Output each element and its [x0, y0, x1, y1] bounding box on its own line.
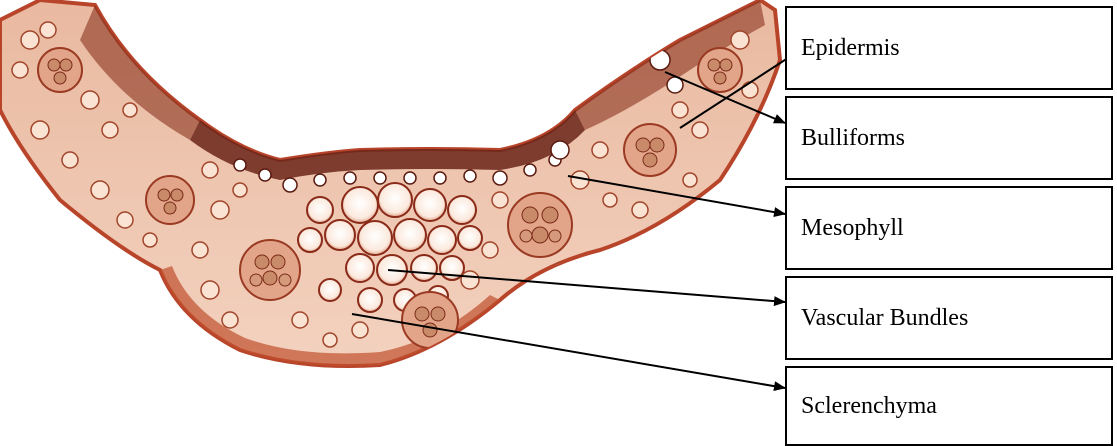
- label-mesophyll: Mesophyll: [785, 186, 1113, 270]
- vascular-bundle-center: [402, 292, 458, 348]
- label-mesophyll-text: Mesophyll: [801, 215, 904, 242]
- vascular-bundle-right: [508, 193, 572, 257]
- label-bulliforms-text: Bulliforms: [801, 125, 905, 152]
- label-vascular-bundles-text: Vascular Bundles: [801, 305, 968, 332]
- vascular-bundle-far-right: [624, 124, 676, 176]
- label-sclerenchyma: Sclerenchyma: [785, 366, 1113, 446]
- vascular-bundle-top-left: [38, 48, 82, 92]
- label-bulliforms: Bulliforms: [785, 96, 1113, 180]
- vascular-bundle-left: [240, 240, 300, 300]
- vascular-bundle-far-left: [146, 176, 194, 224]
- vascular-bundle-top-right: [698, 48, 742, 92]
- label-sclerenchyma-text: Sclerenchyma: [801, 393, 937, 420]
- label-epidermis-text: Epidermis: [801, 35, 900, 62]
- label-epidermis: Epidermis: [785, 6, 1113, 90]
- label-vascular-bundles: Vascular Bundles: [785, 276, 1113, 360]
